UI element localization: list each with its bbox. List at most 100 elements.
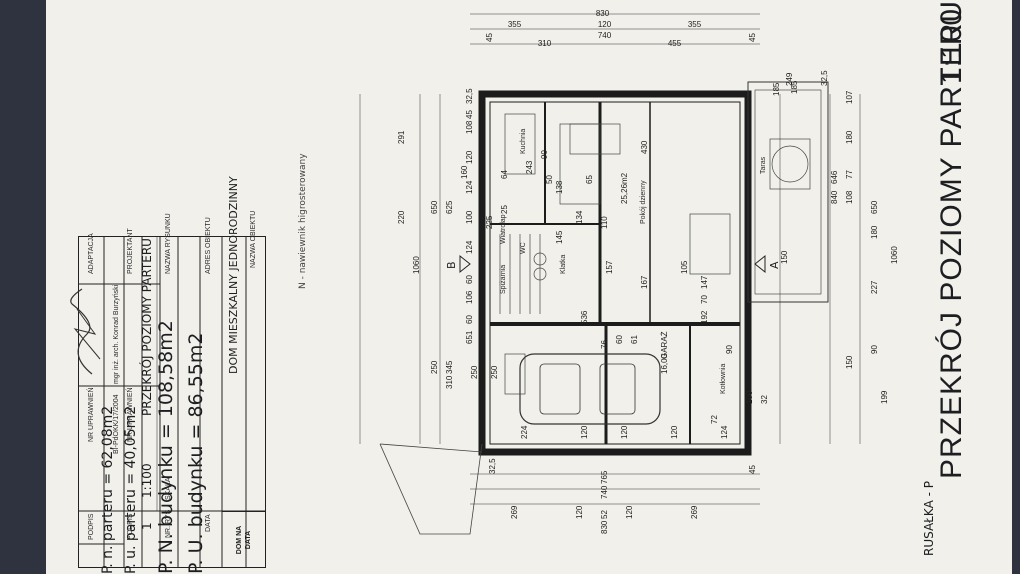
interior-dim-2: 192	[700, 310, 709, 324]
dim-bottom-e2: 45	[748, 465, 757, 474]
interior-dim-31: 225	[485, 215, 494, 229]
interior-dim-12: 147	[700, 275, 709, 289]
dim-left-8: 106	[465, 290, 474, 304]
dim-top-d: 310	[537, 38, 552, 48]
interior-dim-26: 60	[615, 335, 624, 344]
interior-dim-22: 138	[555, 180, 564, 194]
interior-dim-29: 185	[790, 80, 799, 94]
dim-top-b: 120	[597, 19, 612, 29]
furniture	[499, 113, 811, 395]
dim-bottom-h: 269	[690, 505, 699, 519]
dim-left-outer-2: 1060	[412, 256, 421, 274]
room-boiler: Kotłownia	[720, 363, 727, 394]
interior-dim-8: 134	[575, 210, 584, 224]
dim-left-6: 124	[465, 240, 474, 254]
interior-dim-1: 536	[580, 310, 589, 324]
garage-car	[519, 353, 661, 425]
interior-dim-32: 145	[555, 230, 564, 244]
interior-dim-10: 157	[605, 260, 614, 274]
dim-top-edge1: 45	[485, 33, 494, 42]
room-terrace: Taras	[760, 156, 767, 174]
dim-right-6: 90	[870, 345, 879, 354]
dim-bottom-g: 120	[625, 505, 634, 519]
dim-bottom-e: 120	[575, 505, 584, 519]
interior-dim-3: 224	[520, 425, 529, 439]
dim-bottom-c: 830	[600, 520, 609, 534]
dim-top-a: 355	[507, 19, 522, 29]
dim-left-2: 108	[465, 120, 474, 134]
dim-top-c: 355	[687, 19, 702, 29]
interior-dim-4: 120	[580, 425, 589, 439]
dim-top-e: 455	[667, 38, 682, 48]
dim-bottom-d: 269	[510, 505, 519, 519]
interior-dim-5: 120	[620, 425, 629, 439]
section-mark-b: B	[445, 261, 458, 269]
interior-dim-6: 120	[670, 425, 679, 439]
dim-left-7: 60	[465, 275, 474, 284]
interior-dim-20: 64	[500, 170, 509, 179]
dim-bottom-a: 765	[600, 470, 609, 484]
dim-left-4: 124	[465, 180, 474, 194]
interior-dim-34: 90	[540, 150, 549, 159]
dim-top-edge2: 45	[748, 33, 757, 42]
dim-left-5: 100	[465, 210, 474, 224]
section-mark-a: A	[768, 261, 781, 269]
interior-dim-23: 105	[680, 260, 689, 274]
dim-right-1: 180	[845, 130, 854, 144]
room-pantry: Spiżarnia	[500, 264, 507, 294]
dim-left-outer-5: 345	[445, 360, 454, 374]
dim-right-7: 150	[845, 355, 854, 369]
dim-right-5: 227	[870, 280, 879, 294]
room-kitchen-label: Kuchnia	[520, 128, 527, 154]
dim-bottom-b: 740	[600, 485, 609, 499]
dim-top-inner: 740	[597, 30, 612, 40]
dim-top-p2: 185	[772, 82, 781, 96]
dim-left-0: 32,5	[465, 88, 474, 104]
section-markers	[459, 254, 766, 274]
dim-left-3: 120	[465, 150, 474, 164]
interior-dim-21: 160	[460, 165, 469, 179]
interior-dim-27: 61	[630, 335, 639, 344]
dim-right-11: 840	[830, 190, 839, 204]
dim-bottom-e1: 32,5	[488, 458, 497, 474]
interior-dim-25: 76	[600, 340, 609, 349]
dim-right-10: 646	[830, 170, 839, 184]
dim-right-4: 180	[870, 225, 879, 239]
interior-dim-35: 250	[470, 365, 479, 379]
interior-dim-18: 65	[585, 175, 594, 184]
dimension-lines	[359, 13, 861, 505]
interior-dim-14: 90	[725, 345, 734, 354]
room-living-label: Pokój dzienny	[640, 180, 647, 224]
dim-right-3: 108	[845, 190, 854, 204]
dim-top-p3: 32,5	[820, 70, 829, 86]
dim-top-total: 830	[595, 8, 610, 18]
interior-dim-17: 32	[760, 395, 769, 404]
interior-dim-13: 70	[700, 295, 709, 304]
interior-dim-11: 167	[640, 275, 649, 289]
interior-dim-9: 110	[600, 216, 609, 229]
dim-right-9: 1060	[890, 246, 899, 264]
dim-right-12: 650	[870, 200, 879, 214]
room-lobby: Wiatrołap	[500, 214, 507, 244]
interior-dim-24: 250	[490, 365, 499, 379]
dim-left-outer-7: 310	[445, 375, 454, 389]
dim-left-outer-6: 250	[430, 360, 439, 374]
dim-left-outer-0: 625	[445, 200, 454, 214]
interior-dim-19: 50	[545, 175, 554, 184]
room-living-area: 25,26m2	[620, 172, 629, 204]
dim-right-8: 199	[880, 390, 889, 404]
interior-dim-7: 124	[720, 425, 729, 439]
room-garage-area: 16,00	[660, 353, 669, 374]
dim-left-9: 60	[465, 315, 474, 324]
driveway	[379, 443, 483, 535]
dim-left-outer-4: 220	[397, 210, 406, 224]
dim-left-outer-1: 650	[430, 200, 439, 214]
interior-dim-30: 25	[500, 205, 509, 214]
dim-left-10: 651	[465, 330, 474, 344]
interior-dim-28: 150	[780, 250, 789, 264]
dim-bottom-f: 52	[600, 510, 609, 519]
